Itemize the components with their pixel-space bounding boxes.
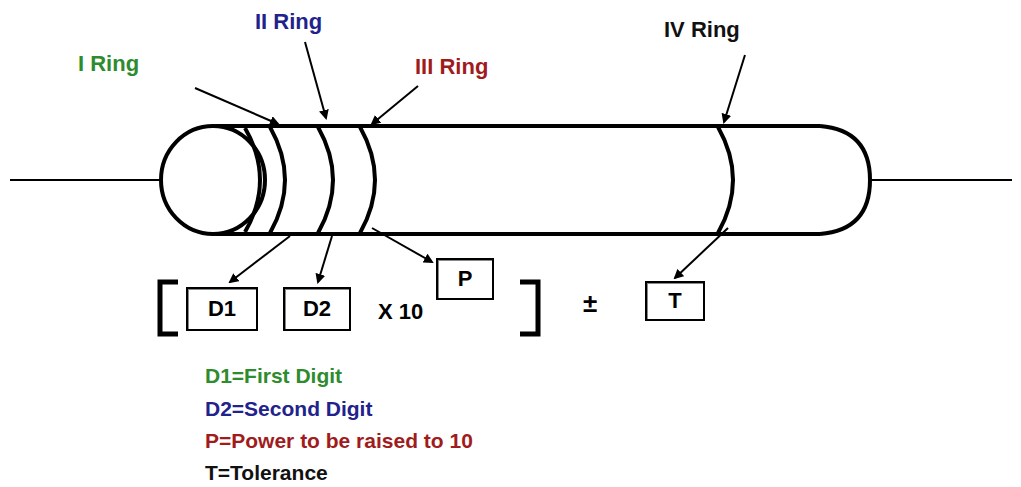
legend-text: D2=Second Digit bbox=[205, 397, 372, 420]
digit-box: D2 bbox=[283, 287, 351, 331]
ring-label: II Ring bbox=[255, 10, 322, 34]
box-text: P bbox=[458, 266, 473, 292]
multiplier-text: X 10 bbox=[378, 300, 423, 324]
plus-minus-sign: ± bbox=[583, 289, 597, 318]
legend-text: P=Power to be raised to 10 bbox=[205, 429, 473, 452]
digit-box: T bbox=[645, 281, 705, 321]
legend-text: T=Tolerance bbox=[205, 461, 328, 484]
digit-box: P bbox=[436, 258, 494, 300]
ring-label: III Ring bbox=[415, 55, 488, 79]
box-text: D1 bbox=[208, 296, 236, 322]
box-text: T bbox=[668, 288, 681, 314]
ring-label: IV Ring bbox=[664, 18, 740, 42]
ring-label: I Ring bbox=[78, 52, 139, 76]
box-text: D2 bbox=[303, 296, 331, 322]
digit-box: D1 bbox=[186, 287, 258, 331]
legend-text: D1=First Digit bbox=[205, 364, 342, 387]
